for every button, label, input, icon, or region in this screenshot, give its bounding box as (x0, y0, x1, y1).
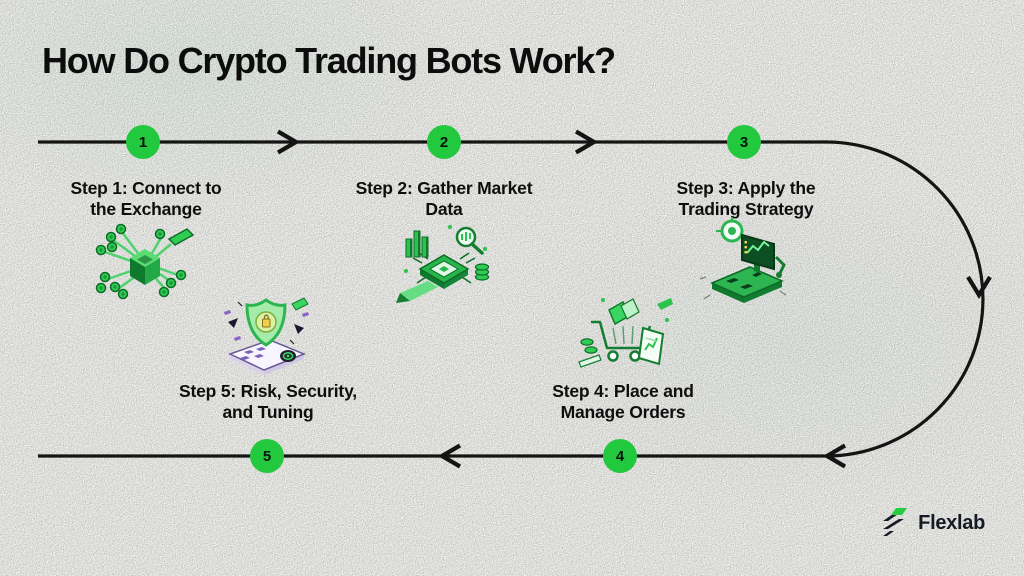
step-2-label: Step 2: Gather Market Data (356, 178, 533, 220)
step-1-marker: 1 (126, 125, 160, 159)
step-5-number: 5 (262, 447, 272, 465)
step-1-label: Step 1: Connect to the Exchange (71, 178, 222, 220)
risk-security-icon (224, 297, 309, 375)
step-4-label-line1: Step 4: Place and (552, 381, 694, 401)
exchange-network-icon (95, 223, 195, 300)
step-5-marker: 5 (250, 439, 284, 473)
step-1-label-line1: Step 1: Connect to (70, 178, 222, 198)
step-3-label-line1: Step 3: Apply the (676, 178, 816, 198)
step-2-label-line2: Data (425, 199, 463, 219)
step-5-label-line2: and Tuning (222, 402, 314, 422)
step-1-number: 1 (138, 133, 148, 151)
step-4-label-line2: Manage Orders (560, 402, 686, 422)
step-3-label-line2: Trading Strategy (678, 199, 814, 219)
step-2-number: 2 (439, 133, 449, 151)
step-2-label-line1: Step 2: Gather Market (355, 178, 533, 198)
market-data-icon (396, 225, 490, 303)
step-3-marker: 3 (727, 125, 761, 159)
step-5-label-line1: Step 5: Risk, Security, (179, 381, 357, 401)
page-title: How Do Crypto Trading Bots Work? (42, 40, 616, 81)
place-orders-icon (578, 298, 673, 368)
brand-logo: Flexlab (880, 507, 985, 539)
step-5-label: Step 5: Risk, Security, and Tuning (179, 381, 357, 423)
step-1-label-line2: the Exchange (90, 199, 202, 219)
step-4-marker: 4 (603, 439, 637, 473)
arrow-right-icon (276, 129, 301, 155)
step-4-number: 4 (615, 447, 625, 465)
arrow-left-icon (437, 443, 462, 469)
brand-name: Flexlab (918, 511, 985, 534)
step-3-label: Step 3: Apply the Trading Strategy (677, 178, 816, 220)
arrow-left-icon (822, 443, 847, 469)
flexlab-logo-icon (883, 508, 908, 536)
step-4-label: Step 4: Place and Manage Orders (552, 381, 694, 423)
flow-path (38, 140, 985, 458)
trading-strategy-icon (699, 217, 787, 303)
step-3-number: 3 (739, 133, 749, 151)
arrow-down-icon (966, 275, 992, 300)
step-2-marker: 2 (427, 125, 461, 159)
arrow-right-icon (574, 129, 599, 155)
